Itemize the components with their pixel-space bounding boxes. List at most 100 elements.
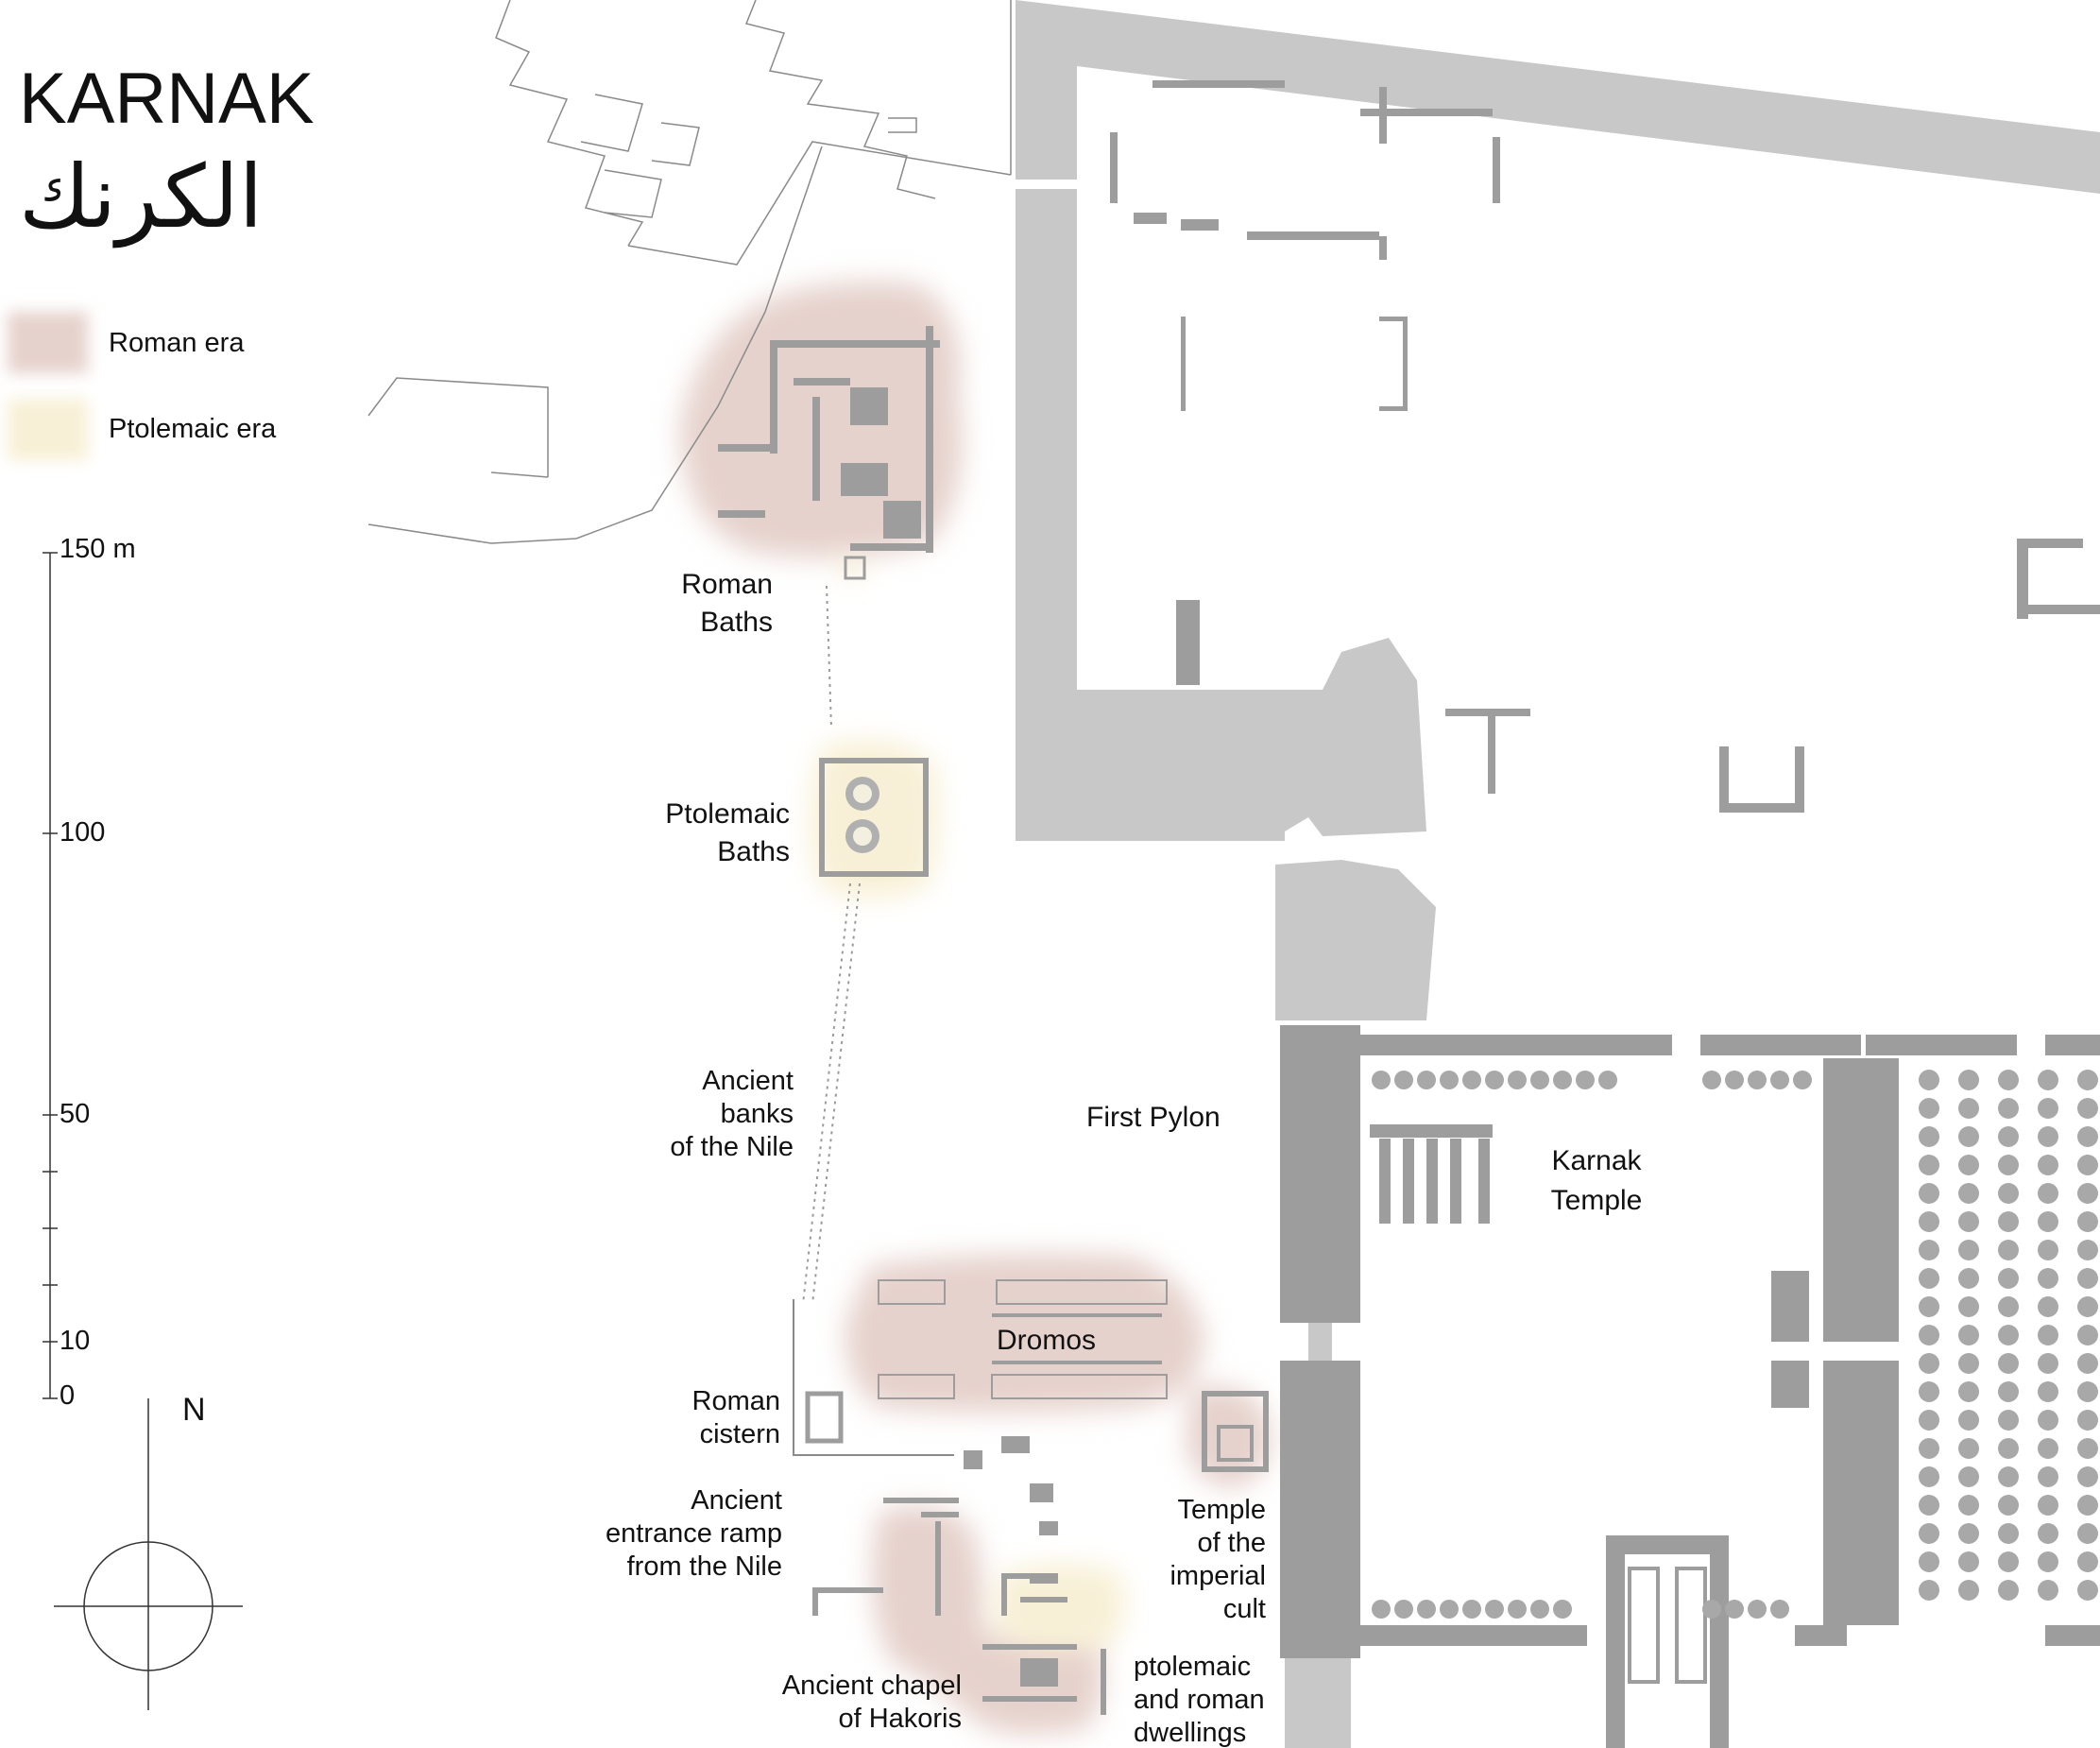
column-marker <box>2077 1325 2098 1345</box>
column-marker <box>2038 1183 2058 1204</box>
column-marker <box>1919 1240 1939 1260</box>
column-marker <box>1958 1240 1979 1260</box>
column-marker <box>1508 1600 1527 1619</box>
scale-label-10: 10 <box>60 1326 90 1356</box>
column-marker <box>2038 1240 2058 1260</box>
column-marker <box>1998 1183 2019 1204</box>
column-marker <box>1998 1353 2019 1374</box>
column-marker <box>1998 1070 2019 1090</box>
column-marker <box>1793 1071 1812 1089</box>
column-marker <box>2077 1438 2098 1459</box>
column-marker <box>1770 1071 1789 1089</box>
legend-swatch-ptolemaic <box>8 399 88 460</box>
column-marker <box>1919 1183 1939 1204</box>
column-marker <box>1998 1381 2019 1402</box>
ancient-nile-bank <box>802 585 861 1305</box>
north-label: N <box>182 1392 206 1428</box>
column-marker <box>1598 1071 1617 1089</box>
column-marker <box>2077 1551 2098 1572</box>
column-marker <box>1958 1410 1979 1431</box>
column-marker <box>2077 1466 2098 1487</box>
column-marker <box>1919 1466 1939 1487</box>
column-marker <box>1958 1296 1979 1317</box>
column-marker <box>1702 1071 1721 1089</box>
column-marker <box>2038 1098 2058 1119</box>
column-marker <box>2038 1211 2058 1232</box>
column-marker <box>1748 1071 1767 1089</box>
column-marker <box>1462 1600 1481 1619</box>
column-marker <box>2077 1098 2098 1119</box>
column-marker <box>1553 1600 1572 1619</box>
column-marker <box>1417 1600 1436 1619</box>
column-marker <box>1958 1325 1979 1345</box>
column-marker <box>1958 1438 1979 1459</box>
column-marker <box>1958 1211 1979 1232</box>
column-marker <box>2038 1070 2058 1090</box>
column-marker <box>1725 1071 1744 1089</box>
column-marker <box>2077 1495 2098 1516</box>
column-marker <box>1958 1580 1979 1601</box>
column-marker <box>1394 1071 1413 1089</box>
column-marker <box>1919 1098 1939 1119</box>
column-marker <box>1958 1466 1979 1487</box>
scale-label-150: 150 m <box>60 534 136 564</box>
column-marker <box>1998 1268 2019 1289</box>
column-marker <box>2077 1296 2098 1317</box>
column-marker <box>2077 1155 2098 1175</box>
column-marker <box>1919 1410 1939 1431</box>
legend-swatch-roman <box>8 312 88 373</box>
column-marker <box>1919 1296 1939 1317</box>
column-marker <box>1919 1523 1939 1544</box>
column-marker <box>2077 1580 2098 1601</box>
column-marker <box>1919 1551 1939 1572</box>
scale-label-100: 100 <box>60 817 105 848</box>
column-marker <box>1485 1071 1504 1089</box>
ptolemaic-baths-plan <box>819 758 929 877</box>
column-marker <box>1919 1580 1939 1601</box>
column-marker <box>1998 1098 2019 1119</box>
column-marker <box>2038 1353 2058 1374</box>
column-marker <box>2038 1410 2058 1431</box>
column-marker <box>1958 1183 1979 1204</box>
north-arrow <box>54 1398 243 1710</box>
column-marker <box>2038 1126 2058 1147</box>
scale-label-50: 50 <box>60 1099 90 1129</box>
column-marker <box>2038 1466 2058 1487</box>
column-marker <box>1998 1580 2019 1601</box>
column-marker <box>2038 1438 2058 1459</box>
column-marker <box>1919 1070 1939 1090</box>
column-marker <box>1998 1240 2019 1260</box>
column-marker <box>1998 1126 2019 1147</box>
label-dromos: Dromos <box>997 1325 1096 1356</box>
column-marker <box>1998 1551 2019 1572</box>
column-marker <box>1372 1071 1391 1089</box>
column-marker <box>1485 1600 1504 1619</box>
column-marker <box>1702 1600 1721 1619</box>
column-marker <box>1998 1296 2019 1317</box>
column-marker <box>1958 1155 1979 1175</box>
column-marker <box>1958 1495 1979 1516</box>
column-marker <box>1958 1126 1979 1147</box>
column-marker <box>2038 1268 2058 1289</box>
column-marker <box>1958 1523 1979 1544</box>
roman-era-zones <box>680 282 1272 1735</box>
column-marker <box>1998 1495 2019 1516</box>
column-marker <box>2038 1381 2058 1402</box>
column-marker <box>1919 1268 1939 1289</box>
column-marker <box>2077 1240 2098 1260</box>
column-marker <box>1998 1523 2019 1544</box>
column-marker <box>2077 1183 2098 1204</box>
column-marker <box>1958 1098 1979 1119</box>
ptolemaic-era-zones <box>810 555 1125 1651</box>
column-marker <box>1958 1551 1979 1572</box>
column-marker <box>1530 1600 1549 1619</box>
column-marker <box>1748 1600 1767 1619</box>
column-marker <box>1919 1381 1939 1402</box>
column-marker <box>2077 1523 2098 1544</box>
